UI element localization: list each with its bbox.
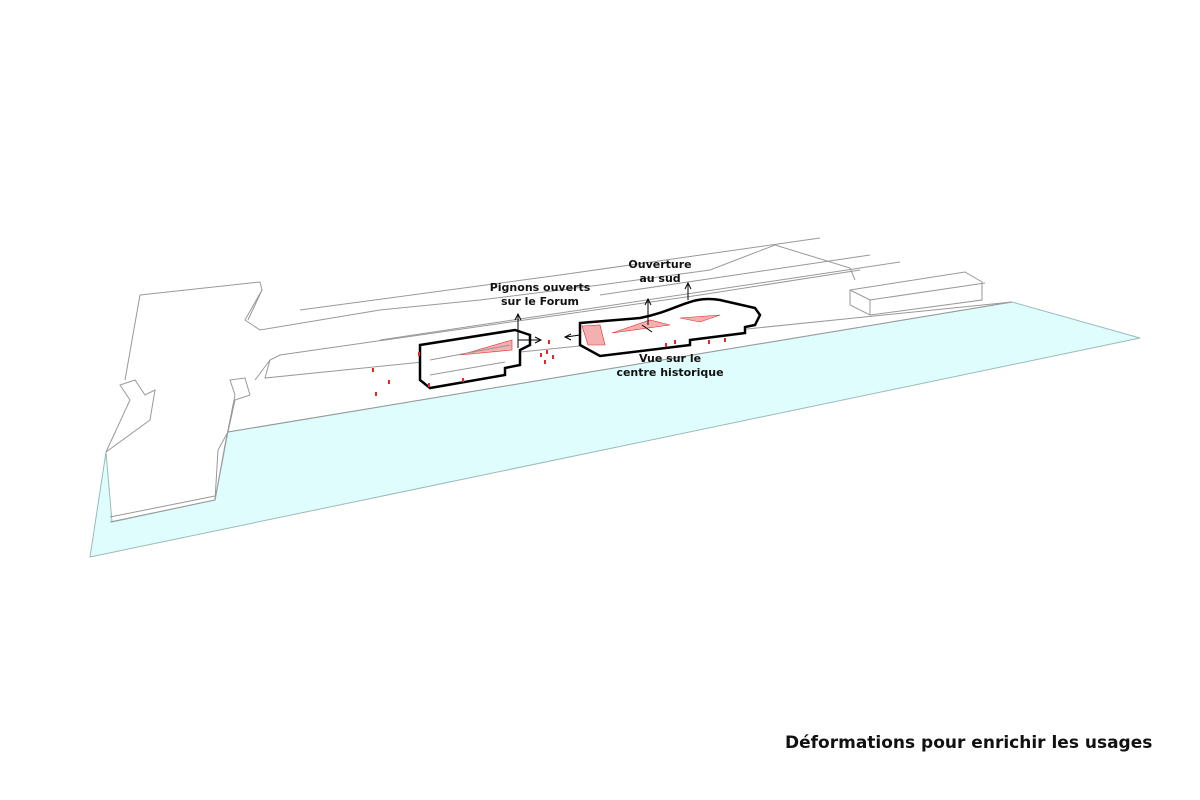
annotation-line: Ouverture <box>628 258 692 271</box>
annotation-line: sur le Forum <box>500 295 580 308</box>
annotation-line: Vue sur le <box>638 352 702 365</box>
people-markers <box>372 338 726 396</box>
annotation-ouverture: Ouverture au sud <box>620 258 700 286</box>
annotation-line: centre historique <box>616 366 724 379</box>
building-east <box>563 281 762 358</box>
site-outlines <box>105 237 1013 523</box>
annotation-line: Pignons ouverts <box>489 281 591 294</box>
annotation-pignons: Pignons ouverts sur le Forum <box>485 281 595 309</box>
diagram-title: Déformations pour enrichir les usages <box>785 733 1153 753</box>
building-west <box>418 312 543 390</box>
annotation-line: au sud <box>639 272 681 285</box>
annotation-vue: Vue sur le centre historique <box>610 352 730 380</box>
